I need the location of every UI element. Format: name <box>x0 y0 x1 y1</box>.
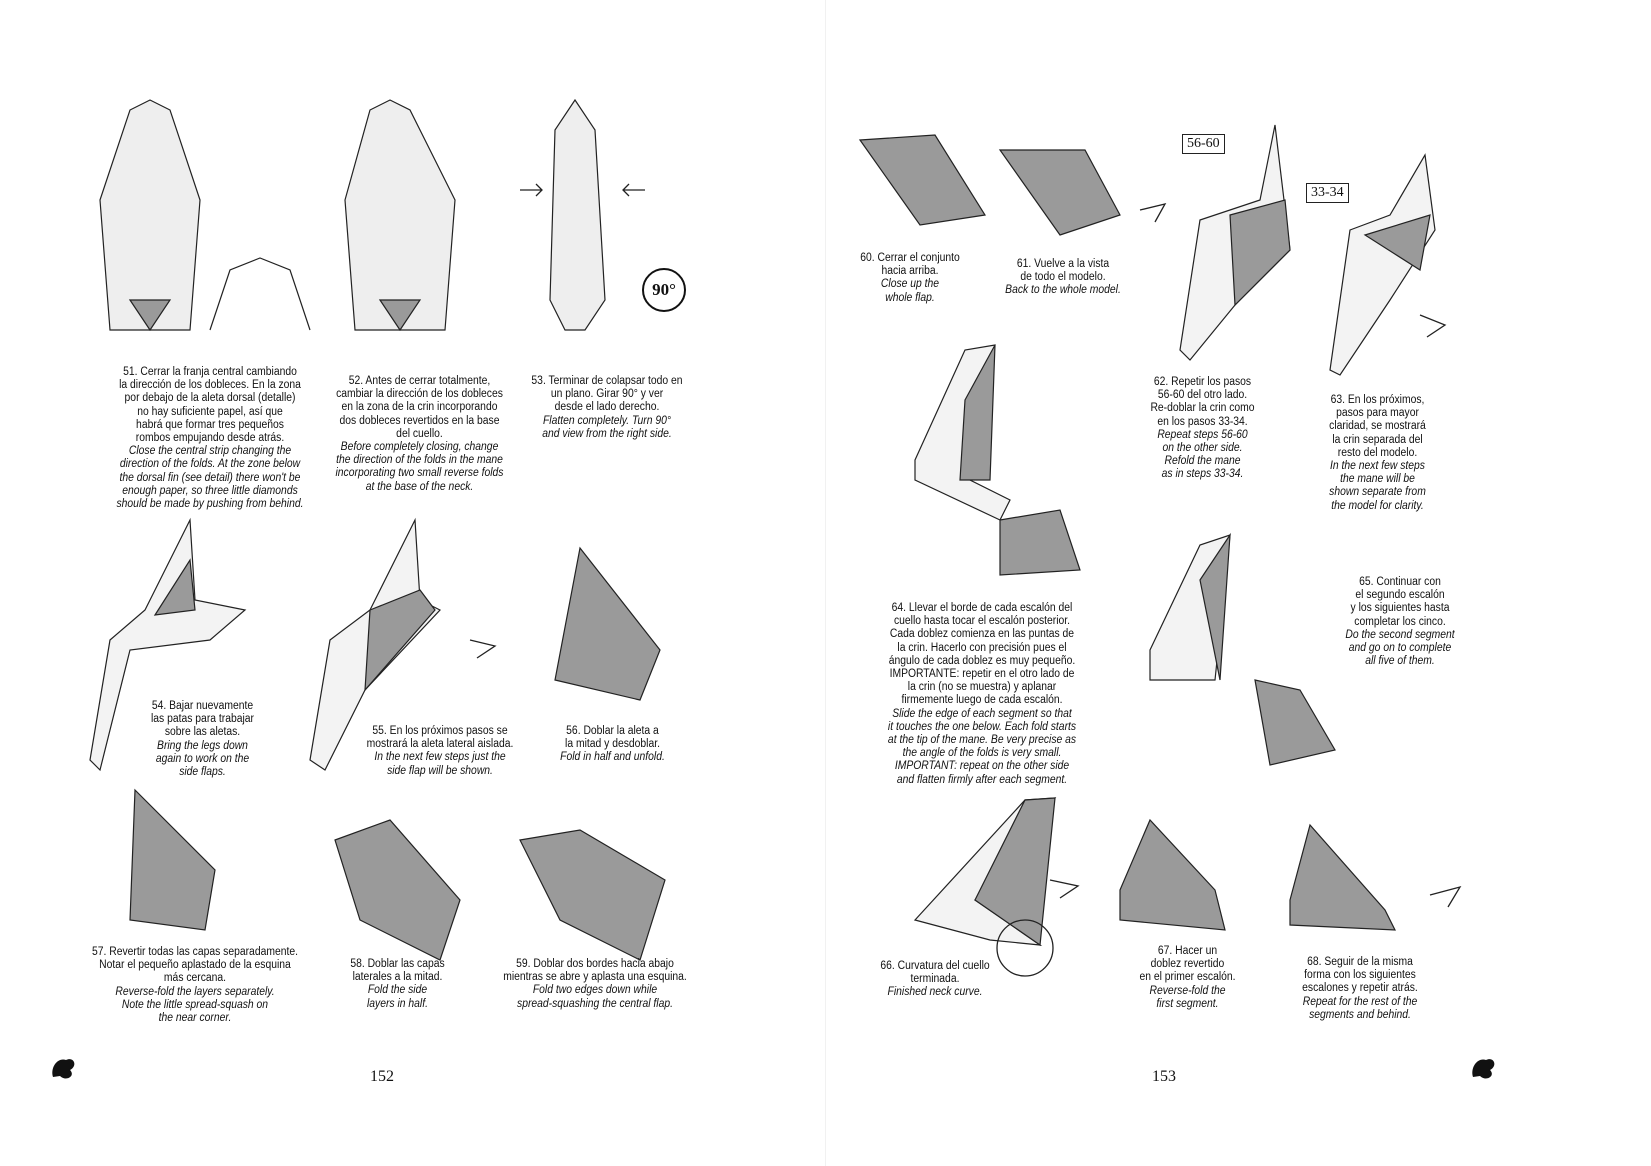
arrow-icon <box>1139 203 1167 223</box>
diagram-51 <box>99 99 201 331</box>
detail-circle <box>996 919 1054 977</box>
page-number-right: 153 <box>1152 1068 1176 1085</box>
step-66-caption: 66. Curvatura del cuello terminada.Finis… <box>880 960 990 999</box>
diagram-59 <box>519 829 666 961</box>
diagram-67 <box>1119 818 1226 931</box>
step-ref-badge: 33-34 <box>1306 183 1349 203</box>
push-arrow-icon <box>520 183 543 197</box>
diagram-60 <box>858 134 986 226</box>
step-56-caption: 56. Doblar la aleta a la mitad y desdobl… <box>560 725 665 764</box>
diagram-68 <box>1289 823 1396 931</box>
step-55-caption: 55. En los próximos pasos se mostrará la… <box>366 725 514 777</box>
step-51-caption: 51. Cerrar la franja central cambiando l… <box>116 366 304 511</box>
rotate-90-icon: 90° <box>642 268 686 312</box>
step-63-caption: 63. En los próximos, pasos para mayor cl… <box>1329 394 1426 512</box>
diagram-57 <box>129 788 216 931</box>
step-53-caption: 53. Terminar de colapsar todo en un plan… <box>531 375 683 440</box>
diagram-58 <box>334 819 461 961</box>
step-62-caption: 62. Repetir los pasos 56-60 del otro lad… <box>1150 376 1255 481</box>
step-65-caption: 65. Continuar con el segundo escalón y l… <box>1345 576 1455 668</box>
arrow-icon <box>1419 314 1447 338</box>
diagram-53 <box>549 98 606 331</box>
step-67-caption: 67. Hacer un doblez revertido en el prim… <box>1139 945 1236 1010</box>
step-57-caption: 57. Revertir todas las capas separadamen… <box>92 946 298 1025</box>
step-52-caption: 52. Antes de cerrar totalmente, cambiar … <box>335 375 504 493</box>
diagram-51-detail <box>209 257 311 331</box>
step-54-caption: 54. Bajar nuevamente las patas para trab… <box>151 700 254 779</box>
step-68-caption: 68. Seguir de la misma forma con los sig… <box>1302 956 1418 1021</box>
step-60-caption: 60. Cerrar el conjunto hacia arriba.Clos… <box>860 252 960 304</box>
step-61-caption: 61. Vuelve a la vista de todo el modelo.… <box>1005 258 1121 297</box>
publisher-logo-icon <box>1472 1059 1495 1079</box>
diagram-54 <box>89 517 247 772</box>
arrow-icon <box>1049 879 1080 899</box>
arrow-icon <box>469 639 497 659</box>
page-number-left: 152 <box>370 1068 394 1085</box>
diagram-56 <box>554 546 661 701</box>
publisher-logo-icon <box>52 1059 75 1079</box>
gutter <box>825 0 826 1166</box>
diagram-61 <box>998 149 1121 236</box>
step-64-caption: 64. Llevar el borde de cada escalón del … <box>887 602 1077 786</box>
diagram-52 <box>344 99 456 331</box>
arrow-icon <box>1429 885 1462 908</box>
step-ref-badge: 56-60 <box>1182 134 1225 154</box>
diagram-63 <box>1329 153 1436 376</box>
step-59-caption: 59. Doblar dos bordes hacia abajo mientr… <box>503 958 687 1010</box>
push-arrow-icon <box>622 183 645 197</box>
step-58-caption: 58. Doblar las capas laterales a la mita… <box>350 958 445 1010</box>
